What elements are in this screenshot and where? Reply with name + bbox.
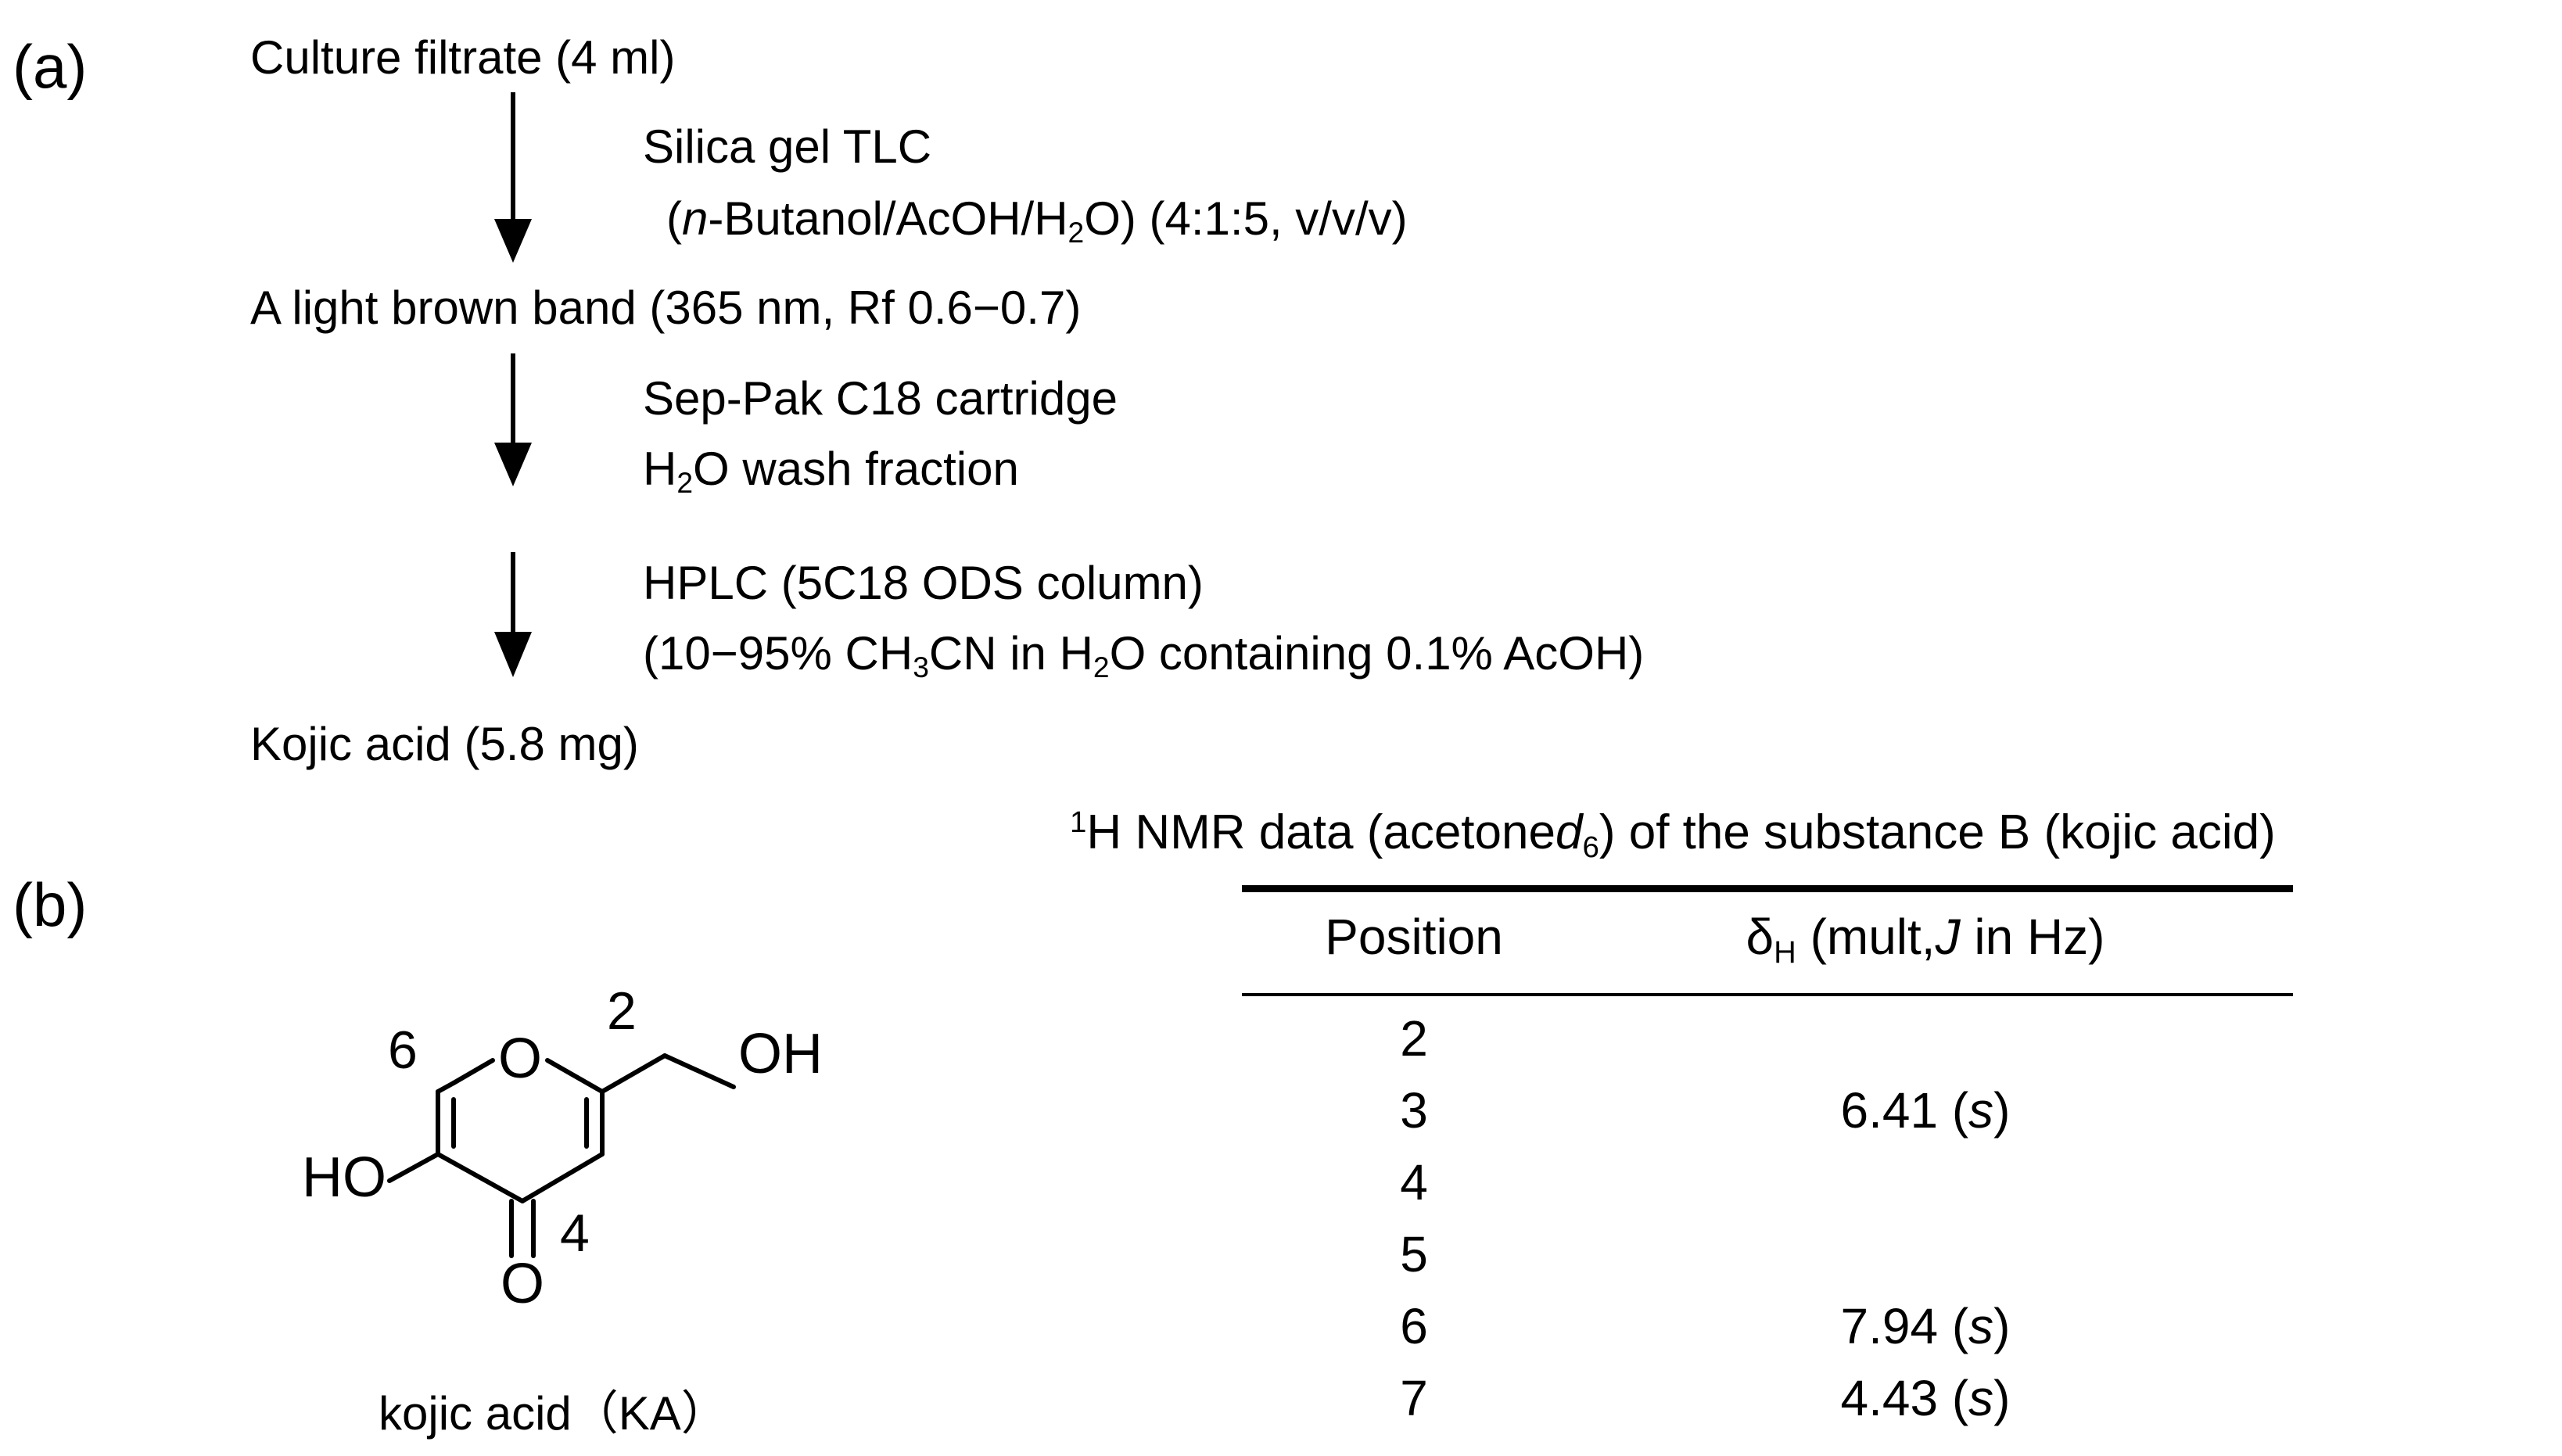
- row-shift-value: 7.94 (s): [1840, 1298, 2011, 1354]
- locant-4: 4: [560, 1203, 590, 1263]
- flow-arrow-3: [494, 552, 532, 677]
- step-light-brown-band: A light brown band (365 nm, Rf 0.6−0.7): [250, 282, 1082, 334]
- step-kojic-acid-yield: Kojic acid (5.8 mg): [250, 718, 639, 770]
- locant-2: 2: [607, 981, 637, 1041]
- atom-carbonyl-oxygen: O: [501, 1253, 544, 1315]
- row-position: 2: [1400, 1010, 1428, 1067]
- row-position: 7: [1400, 1370, 1428, 1426]
- hplc-gradient: (10−95% CH3CN in H2O containing 0.1% AcO…: [643, 627, 1645, 684]
- structure-caption: kojic acid（KA）: [379, 1387, 728, 1440]
- nmr-table-title: 1H NMR data (acetoned6) of the substance…: [1070, 805, 2276, 864]
- column-header-position: Position: [1325, 909, 1503, 965]
- flow-arrow-2: [494, 353, 532, 486]
- panel-a-label: (a): [13, 32, 88, 101]
- atom-hydroxyl: OH: [738, 1023, 823, 1085]
- hplc-label: HPLC (5C18 ODS column): [643, 557, 1204, 609]
- water-wash-label: H2O wash fraction: [643, 443, 1019, 500]
- row-position: 5: [1400, 1226, 1428, 1282]
- structure-bonds: [387, 1053, 736, 1258]
- atom-hydroxy-left: HO: [302, 1146, 386, 1209]
- tlc-label: Silica gel TLC: [643, 120, 932, 173]
- panel-b-label: (b): [13, 870, 88, 939]
- flow-arrow-1: [494, 92, 532, 263]
- atom-ring-oxygen: O: [498, 1027, 542, 1090]
- row-shift-value: 6.41 (s): [1840, 1082, 2011, 1139]
- step-culture-filtrate: Culture filtrate (4 ml): [250, 31, 676, 84]
- tlc-solvent: (n-Butanol/AcOH/H2O) (4:1:5, v/v/v): [666, 192, 1408, 249]
- row-shift-value: 4.43 (s): [1840, 1370, 2011, 1426]
- row-position: 3: [1400, 1082, 1428, 1139]
- sep-pak-label: Sep-Pak C18 cartridge: [643, 372, 1118, 425]
- row-position: 6: [1400, 1298, 1428, 1354]
- kojic-acid-structure: O OH HO O 6 2 4: [302, 981, 823, 1315]
- column-header-shift: δH (mult,J in Hz): [1746, 909, 2105, 970]
- locant-6: 6: [388, 1020, 418, 1080]
- table-top-rule: [1242, 885, 2293, 892]
- row-position: 4: [1400, 1154, 1428, 1210]
- table-header-rule: [1242, 993, 2293, 996]
